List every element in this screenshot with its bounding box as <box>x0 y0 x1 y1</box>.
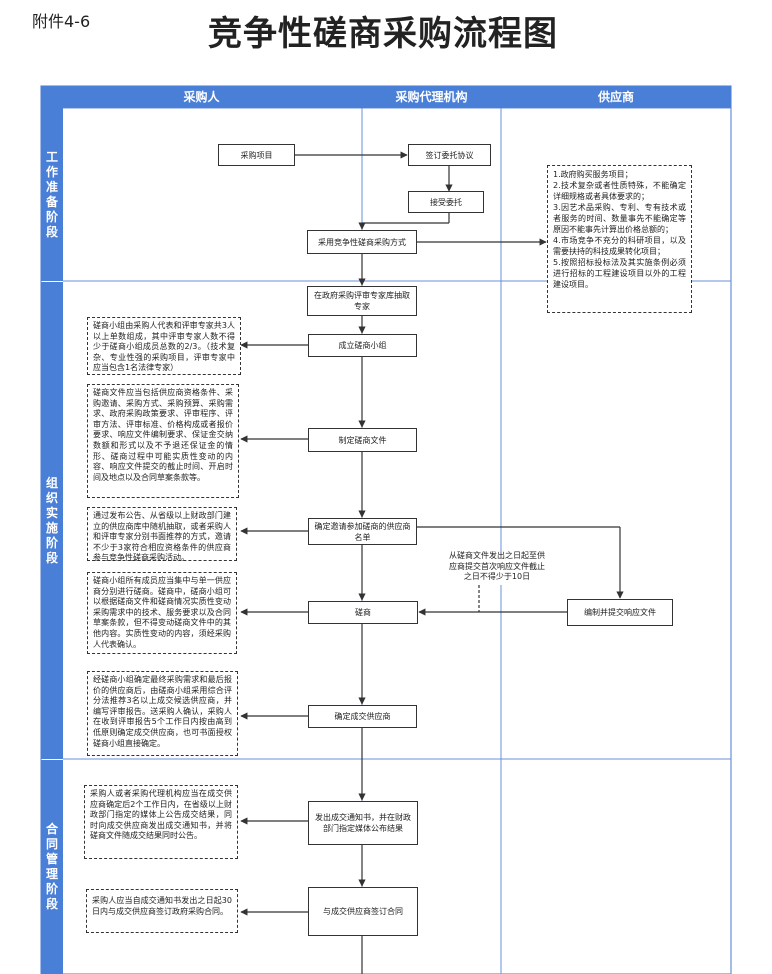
note-negotiation: 磋商小组所有成员应当集中与单一供应商分别进行磋商。磋商中，磋商小组可以根据磋商文… <box>87 572 237 654</box>
stage-label-contract: 合同管理阶段 <box>45 822 58 911</box>
lane-label-supplier: 供应商 <box>597 90 634 104</box>
stage-label-implementation: 组织实施阶段 <box>45 475 58 565</box>
deadline-label: 从磋商文件发出之日起至供应商提交首次响应文件截止之日不得少于10日 <box>447 551 547 585</box>
note-applicability: 1.政府购买服务项目； 2.技术复杂或者性质特殊，不能确定详细规格或者具体要求的… <box>547 165 692 313</box>
step-issue-notice: 发出成交通知书，并在财政部门指定媒体公布结果 <box>308 801 418 845</box>
step-prepare-response: 编制并提交响应文件 <box>567 599 673 626</box>
lane-header-purchaser: 采购人 <box>41 86 362 108</box>
step-determine-winner: 确定成交供应商 <box>308 705 417 728</box>
attachment-label: 附件4-6 <box>32 12 91 31</box>
note-winner: 经磋商小组确定最终采购需求和最后报价的供应商后，由磋商小组采用综合评分法推荐3名… <box>87 671 238 756</box>
step-accept-entrust: 接受委托 <box>408 191 484 213</box>
step-form-team: 成立磋商小组 <box>308 334 417 357</box>
stage-preparation: 工作准备阶段 <box>41 108 63 281</box>
stage-label-preparation: 工作准备阶段 <box>45 149 58 239</box>
note-docs: 磋商文件应当包括供应商资格条件、采购邀请、采购方式、采购预算、采购需求、政府采购… <box>87 384 239 498</box>
note-suppliers: 通过发布公告、从省级以上财政部门建立的供应商库中随机抽取，或者采购人和评审专家分… <box>87 507 237 562</box>
step-adopt-method: 采用竞争性磋商采购方式 <box>307 230 417 254</box>
lane-header-supplier: 供应商 <box>501 86 731 108</box>
stage-contract: 合同管理阶段 <box>41 760 63 974</box>
step-negotiate: 磋商 <box>308 601 418 624</box>
step-sign-contract: 与成交供应商签订合同 <box>308 887 418 936</box>
step-sign-agreement: 签订委托协议 <box>408 144 491 166</box>
step-make-docs: 制定磋商文件 <box>308 428 417 452</box>
stage-implementation: 组织实施阶段 <box>41 282 63 759</box>
step-draw-experts: 在政府采购评审专家库抽取专家 <box>307 286 417 316</box>
note-team: 磋商小组由采购人代表和评审专家共3人以上单数组成，其中评审专家人数不得少于磋商小… <box>87 317 241 375</box>
page-title: 竞争性磋商采购流程图 <box>208 14 558 54</box>
note-contract: 采购人应当自成交通知书发出之日起30日内与成交供应商签订政府采购合同。 <box>86 889 238 933</box>
lane-label-agency: 采购代理机构 <box>395 90 468 104</box>
lane-label-purchaser: 采购人 <box>183 90 220 104</box>
note-notice: 采购人或者采购代理机构应当在成交供应商确定后2个工作日内，在省级以上财政部门指定… <box>84 785 238 859</box>
step-determine-suppliers: 确定邀请参加磋商的供应商名单 <box>308 518 417 545</box>
step-procurement-project: 采购项目 <box>218 144 295 166</box>
lane-header-agency: 采购代理机构 <box>362 86 501 108</box>
